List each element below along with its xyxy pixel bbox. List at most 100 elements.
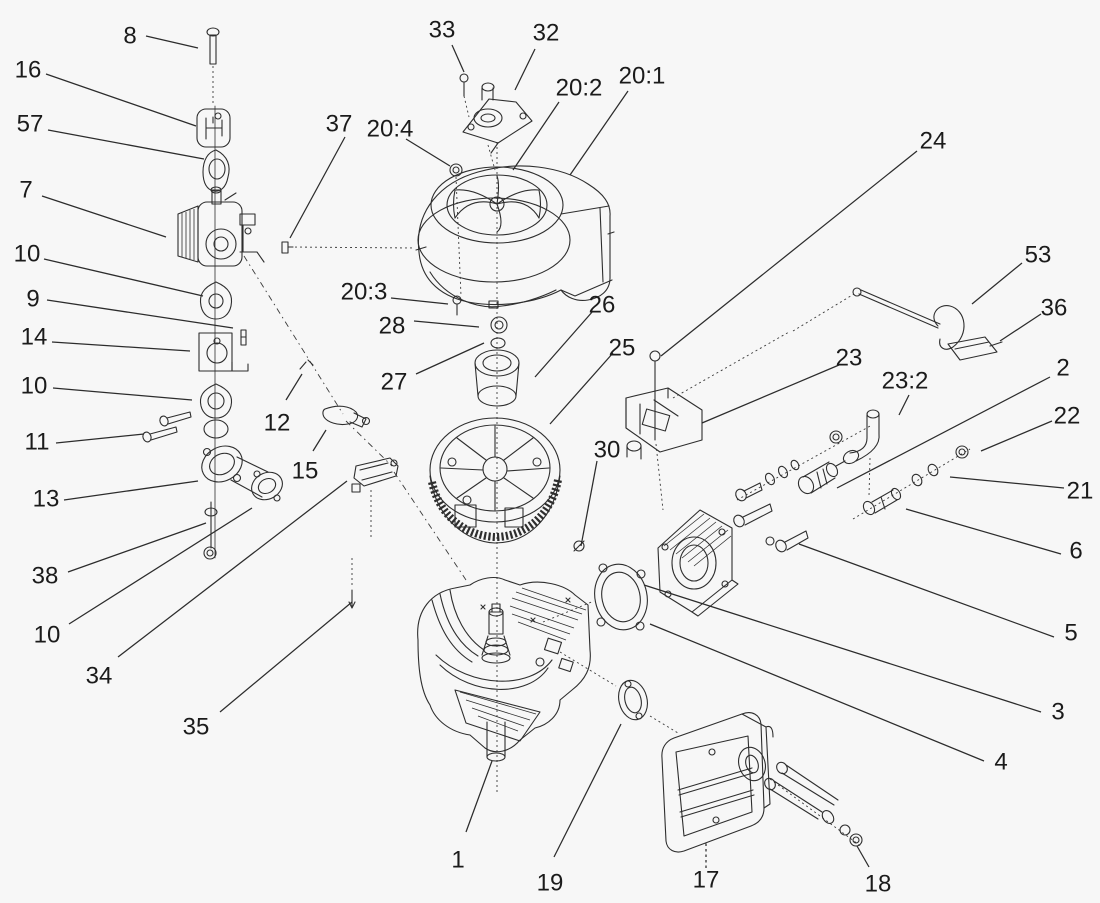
callout-label-19: 19 xyxy=(537,870,564,897)
leader-line-36 xyxy=(999,313,1042,342)
callout-label-34: 34 xyxy=(86,663,113,690)
leader-line-37 xyxy=(289,136,346,239)
callout-label-57: 57 xyxy=(17,111,44,138)
elbow-fitting-part23-2 xyxy=(842,409,880,465)
link-clip-top xyxy=(299,359,314,370)
leader-line-30 xyxy=(580,460,598,547)
callout-label-23:2: 23:2 xyxy=(882,368,929,395)
callout-label-5: 5 xyxy=(1064,620,1077,647)
callout-label-1: 1 xyxy=(451,847,464,874)
callout-label-13: 13 xyxy=(33,486,60,513)
leader-line-20:4 xyxy=(405,138,451,167)
leader-line-4 xyxy=(649,623,985,762)
flywheel-assembly xyxy=(428,316,585,552)
pto-shaft xyxy=(486,721,506,762)
leader-line-22 xyxy=(980,420,1053,452)
leader-line-34 xyxy=(117,480,348,658)
leader-line-16 xyxy=(45,73,197,127)
bracket-part15 xyxy=(351,457,399,493)
cylinder-head-part4 xyxy=(657,509,739,617)
callout-label-27: 27 xyxy=(381,369,408,396)
leader-line-7 xyxy=(41,195,167,238)
callout-label-15: 15 xyxy=(292,458,319,485)
gasket-part57 xyxy=(202,149,230,192)
callout-label-12: 12 xyxy=(264,410,291,437)
leader-line-10c xyxy=(68,507,253,625)
leader-line-35 xyxy=(219,601,353,713)
ignition-coil-part23 xyxy=(625,387,703,460)
leader-line-20:3 xyxy=(390,297,449,305)
engine-block-part1 xyxy=(417,576,591,762)
leader-line-25 xyxy=(549,352,614,425)
leader-line-8 xyxy=(145,35,199,49)
screw-part33 xyxy=(459,73,469,97)
callout-label-9: 9 xyxy=(26,286,39,313)
callout-label-38: 38 xyxy=(32,563,59,590)
callout-label-3: 3 xyxy=(1051,699,1064,726)
leader-line-27 xyxy=(415,342,485,375)
leader-line-6 xyxy=(905,508,1062,555)
recoil-pulley-spokes xyxy=(452,175,542,233)
jet-parts-chain-left xyxy=(735,430,846,502)
link-clip-part12 xyxy=(322,405,371,428)
bolt-part8 xyxy=(206,27,220,65)
callout-label-37: 37 xyxy=(326,111,353,138)
leader-line-5 xyxy=(798,543,1055,638)
leader-line-32 xyxy=(514,48,536,91)
assembly-axis-lines xyxy=(212,66,971,848)
callout-label-22: 22 xyxy=(1054,403,1081,430)
nut-part28 xyxy=(490,316,508,334)
leader-line-12 xyxy=(285,373,303,401)
crankshaft-stub xyxy=(481,603,511,664)
callout-label-26: 26 xyxy=(589,292,616,319)
nut-part20-4 xyxy=(449,163,463,177)
callout-label-11: 11 xyxy=(25,429,50,456)
callout-label-20:1: 20:1 xyxy=(619,63,666,90)
callout-label-53: 53 xyxy=(1025,242,1052,269)
callout-label-10b: 10 xyxy=(21,373,48,400)
leader-line-3 xyxy=(643,584,1042,713)
gasket-part10-lower xyxy=(199,383,233,419)
governor-linkage xyxy=(299,359,399,609)
leader-line-20:1 xyxy=(569,90,629,176)
leader-line-10b xyxy=(52,387,193,401)
leader-line-20:2 xyxy=(512,101,560,171)
leader-line-2 xyxy=(836,376,1051,489)
leader-line-9 xyxy=(46,299,234,329)
callout-label-33: 33 xyxy=(429,17,456,44)
callout-label-25: 25 xyxy=(609,335,636,362)
stud-and-nut xyxy=(203,501,218,560)
screws-part11 xyxy=(142,411,192,443)
leader-line-28 xyxy=(413,320,480,328)
callout-label-17: 17 xyxy=(693,867,720,894)
throttle-control-cable xyxy=(852,287,1003,361)
callout-label-7: 7 xyxy=(19,177,32,204)
leader-line-23:2 xyxy=(898,394,910,416)
leader-line-33 xyxy=(451,44,465,73)
callout-label-20:3: 20:3 xyxy=(341,279,388,306)
leader-line-18 xyxy=(856,845,870,868)
plate-part14 xyxy=(198,332,249,372)
head-gasket-part3 xyxy=(594,563,648,631)
leader-line-26 xyxy=(534,310,594,378)
jet-body-part2 xyxy=(797,460,846,495)
starter-handle-part32 xyxy=(462,82,533,154)
callout-label-2: 2 xyxy=(1056,355,1069,382)
leader-line-38 xyxy=(67,522,207,573)
carburetor-part7 xyxy=(177,186,265,267)
muffler-part17 xyxy=(661,712,774,853)
leader-line-19 xyxy=(553,723,622,858)
callout-label-23: 23 xyxy=(836,345,863,372)
pawl-part30 xyxy=(573,540,585,552)
pin-part35 xyxy=(348,589,356,609)
callout-label-8: 8 xyxy=(123,23,136,50)
leader-line-13 xyxy=(63,480,199,501)
callout-label-10a: 10 xyxy=(14,241,41,268)
blower-housing-assembly xyxy=(281,73,615,316)
muffler-bolts-part18 xyxy=(764,761,863,847)
leader-line-11 xyxy=(55,433,145,444)
leader-line-14 xyxy=(51,341,191,352)
